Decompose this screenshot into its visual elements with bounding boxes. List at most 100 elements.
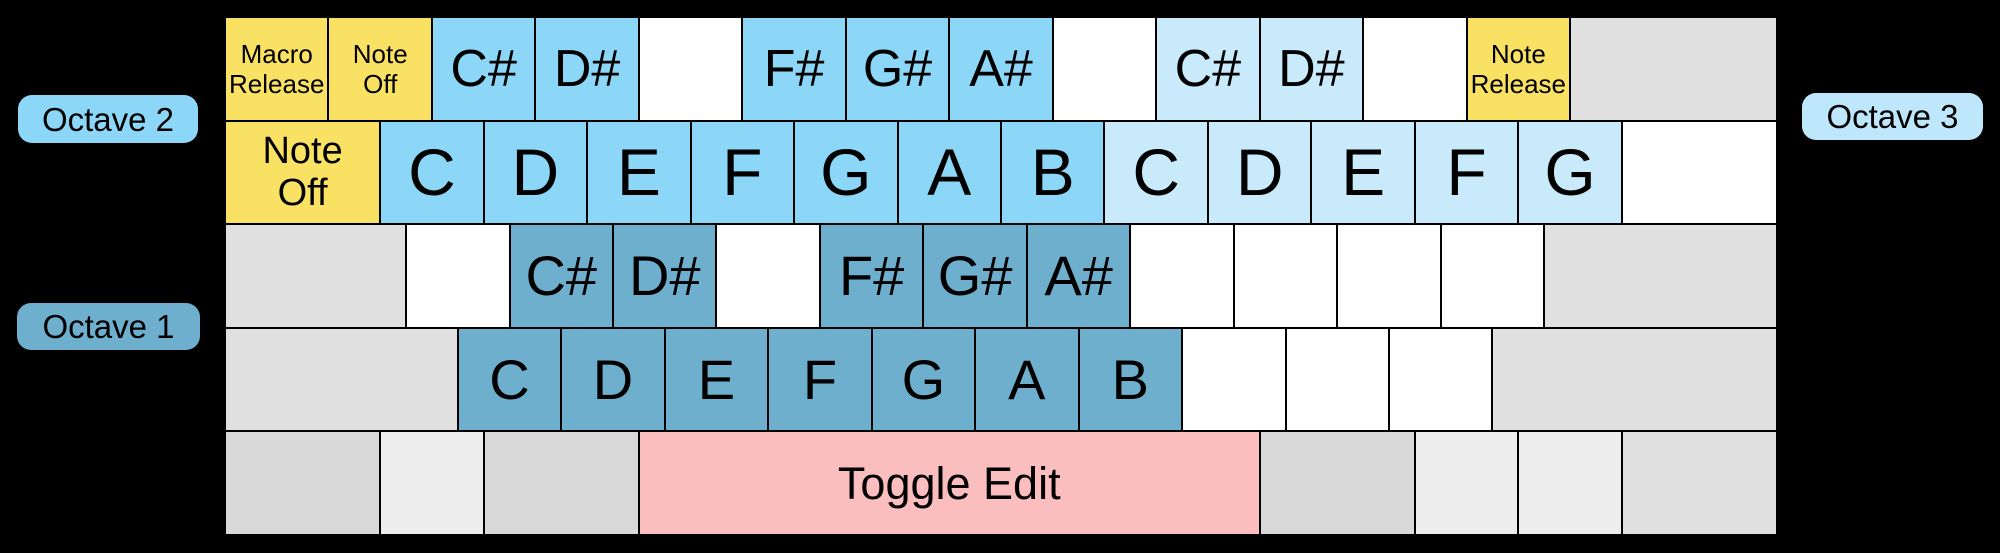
key-d-oct2[interactable]: D (483, 120, 588, 225)
key-unmapped (1337, 224, 1441, 328)
key-inactive (1492, 327, 1777, 432)
key-label: F (802, 347, 838, 411)
key-unmapped (406, 224, 510, 328)
key-dsharp-oct3[interactable]: D# (1259, 17, 1364, 121)
key-gsharp-oct2[interactable]: G# (845, 17, 950, 121)
key-inactive (1259, 431, 1415, 535)
key-label: D# (628, 243, 701, 307)
key-g-oct2[interactable]: G (794, 120, 898, 225)
key-label: F# (763, 39, 825, 98)
key-label: G (901, 347, 946, 411)
key-unmapped (1182, 327, 1286, 432)
key-macro-release[interactable]: Macro Release (225, 17, 329, 121)
key-dsharp-oct2[interactable]: D# (535, 17, 639, 121)
key-d-oct3[interactable]: D (1207, 120, 1312, 225)
key-label: F (1446, 135, 1487, 210)
key-label: C# (450, 39, 517, 98)
key-csharp-oct1[interactable]: C# (509, 224, 613, 328)
key-fsharp-oct2[interactable]: F# (742, 17, 846, 121)
octave-1-label: Octave 1 (17, 303, 200, 350)
key-label: A (927, 135, 972, 210)
key-inactive (225, 327, 458, 432)
key-dsharp-oct1[interactable]: D# (613, 224, 717, 328)
key-inactive (1544, 224, 1777, 328)
key-unmapped (638, 17, 743, 121)
key-f-oct1[interactable]: F (768, 327, 872, 432)
key-g-oct1[interactable]: G (871, 327, 976, 432)
key-label: F# (838, 243, 905, 307)
key-label: C (408, 135, 456, 210)
key-b-oct2[interactable]: B (1001, 120, 1105, 225)
key-d-oct1[interactable]: D (561, 327, 665, 432)
key-inactive (1414, 431, 1519, 535)
key-label: B (1111, 347, 1149, 411)
key-inactive (225, 224, 407, 328)
key-label: C (489, 347, 530, 411)
key-label: G (820, 135, 872, 210)
key-g-oct3[interactable]: G (1518, 120, 1622, 225)
key-label: E (1341, 135, 1386, 210)
key-label: G# (862, 39, 933, 98)
key-label: G# (937, 243, 1013, 307)
key-unmapped (1052, 17, 1157, 121)
key-c-oct2[interactable]: C (380, 120, 484, 225)
key-csharp-oct2[interactable]: C# (431, 17, 536, 121)
key-inactive (1621, 431, 1777, 535)
key-e-oct1[interactable]: E (664, 327, 769, 432)
key-f-oct2[interactable]: F (690, 120, 795, 225)
key-toggle-edit[interactable]: Toggle Edit (638, 431, 1260, 535)
key-unmapped (1130, 224, 1234, 328)
key-label: A# (969, 39, 1033, 98)
key-note-off-row1[interactable]: Note Off (328, 17, 432, 121)
key-c-oct1[interactable]: C (457, 327, 562, 432)
key-label: Macro Release (229, 38, 325, 99)
key-note-release[interactable]: Note Release (1466, 17, 1571, 121)
key-label: C# (1174, 39, 1242, 98)
key-asharp-oct1[interactable]: A# (1026, 224, 1131, 328)
key-unmapped (1440, 224, 1545, 328)
key-unmapped (1621, 120, 1777, 225)
key-a-oct1[interactable]: A (975, 327, 1079, 432)
key-label: Note Off (352, 38, 408, 99)
key-label: A# (1044, 243, 1113, 307)
key-label: C# (525, 243, 598, 307)
key-label: Note Off (262, 129, 343, 215)
key-e-oct2[interactable]: E (587, 120, 691, 225)
key-note-off[interactable]: Note Off (225, 120, 381, 225)
key-label: B (1030, 135, 1075, 210)
key-label: E (616, 135, 661, 210)
key-c-oct3[interactable]: C (1104, 120, 1208, 225)
key-unmapped (1363, 17, 1467, 121)
key-a-oct2[interactable]: A (897, 120, 1001, 225)
key-label: D# (553, 39, 621, 98)
key-label: D# (1278, 39, 1345, 98)
key-label: E (697, 347, 736, 411)
key-inactive (380, 431, 484, 535)
key-asharp-oct2[interactable]: A# (949, 17, 1053, 121)
key-csharp-oct3[interactable]: C# (1156, 17, 1260, 121)
key-e-oct3[interactable]: E (1311, 120, 1415, 225)
octave-2-label: Octave 2 (18, 95, 198, 143)
key-fsharp-oct1[interactable]: F# (819, 224, 924, 328)
key-unmapped (1285, 327, 1389, 432)
key-inactive (1518, 431, 1622, 535)
key-label: C (1132, 135, 1181, 210)
key-label: Note Release (1470, 38, 1567, 99)
key-label: G (1544, 135, 1596, 210)
key-label: Toggle Edit (837, 457, 1061, 509)
key-label: D (1235, 135, 1284, 210)
key-gsharp-oct1[interactable]: G# (923, 224, 1027, 328)
key-inactive (483, 431, 639, 535)
key-label: F (722, 135, 763, 210)
key-f-oct3[interactable]: F (1414, 120, 1519, 225)
key-label: A (1008, 347, 1046, 411)
key-unmapped (1233, 224, 1338, 328)
key-inactive (225, 431, 381, 535)
key-unmapped (716, 224, 820, 328)
key-b-oct1[interactable]: B (1078, 327, 1183, 432)
octave-3-label: Octave 3 (1802, 93, 1983, 140)
key-unmapped (1389, 327, 1493, 432)
key-label: D (511, 135, 560, 210)
